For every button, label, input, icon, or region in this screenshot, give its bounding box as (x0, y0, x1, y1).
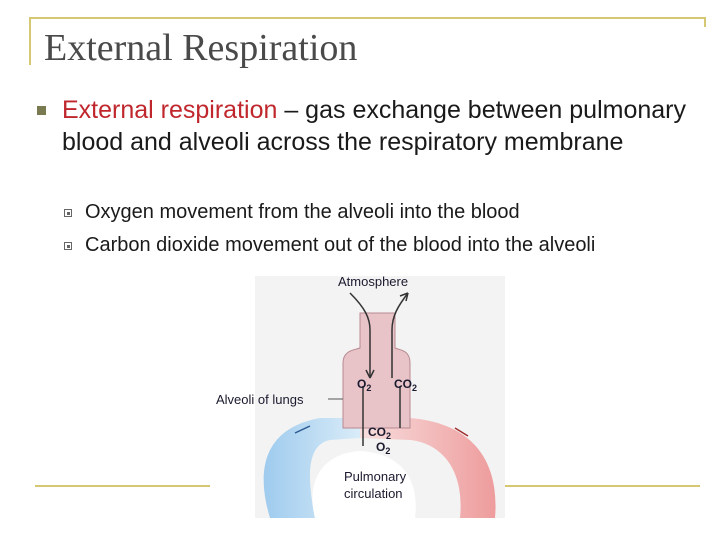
alveoli-label: Alveoli of lungs (216, 392, 304, 407)
sub-bullet-co2: Carbon dioxide movement out of the blood… (85, 234, 596, 256)
oxygenated-blood-vessel (360, 418, 496, 518)
slide-frame-right (704, 17, 706, 27)
sub-bullet-oxygen: Oxygen movement from the alveoli into th… (85, 201, 520, 223)
arrowhead-icon (399, 292, 409, 302)
slide-frame-top (29, 17, 706, 19)
footer-line-right (505, 485, 700, 487)
sub-bullet-icon (64, 209, 72, 217)
sub-bullet-icon (64, 242, 72, 250)
pulmonary-label-line2: circulation (344, 486, 403, 501)
atmosphere-label: Atmosphere (338, 274, 408, 289)
slide-title: External Respiration (44, 27, 358, 69)
slide-frame-left (29, 17, 31, 65)
blood-flow-arrow (454, 427, 469, 437)
airflow-in-arrow (349, 292, 371, 378)
circulation-center (312, 451, 416, 518)
arrowhead-icon (365, 369, 375, 379)
bullet-rest: – gas exchange between pulmonary blood a… (62, 96, 686, 156)
main-bullet-text: External respiration – gas exchange betw… (62, 94, 702, 158)
footer-line-left (35, 485, 210, 487)
co2-bottom-label: CO2 (368, 425, 391, 441)
airflow-out-arrow (391, 292, 409, 378)
respiration-diagram: Atmosphere Alveoli of lungs O2 CO2 CO2 O… (216, 274, 505, 518)
blood-flow-arrow (294, 425, 311, 434)
pulmonary-label-line1: Pulmonary (344, 469, 407, 484)
bullet-highlight: External respiration (62, 96, 278, 124)
co2-top-label: CO2 (394, 377, 417, 393)
bullet-square-icon (37, 106, 46, 115)
o2-bottom-label: O2 (376, 440, 390, 456)
o2-top-label: O2 (357, 377, 371, 393)
deoxygenated-blood-vessel (263, 418, 360, 518)
